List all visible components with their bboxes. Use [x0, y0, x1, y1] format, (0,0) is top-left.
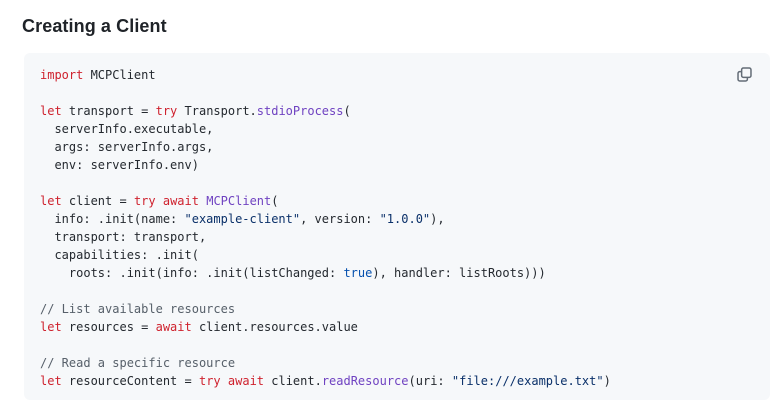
code-line: let resources = await client.resources.v…: [40, 320, 358, 334]
code-line: // Read a specific resource: [40, 356, 236, 370]
code-line: [40, 282, 754, 300]
copy-icon: [736, 66, 752, 82]
code-line: [40, 336, 754, 354]
code-line: // List available resources: [40, 302, 236, 316]
code-line: serverInfo.executable,: [40, 122, 214, 136]
code-line: [40, 84, 754, 102]
code-lines: import MCPClient let transport = try Tra…: [24, 53, 770, 403]
copy-code-button[interactable]: [732, 62, 756, 86]
code-line: [40, 174, 754, 192]
section-title: Creating a Client: [22, 16, 167, 36]
code-line: let client = try await MCPClient(: [40, 194, 279, 208]
code-line: env: serverInfo.env): [40, 158, 199, 172]
code-line: let transport = try Transport.stdioProce…: [40, 104, 351, 118]
code-block: import MCPClient let transport = try Tra…: [24, 53, 770, 400]
code-line: args: serverInfo.args,: [40, 140, 214, 154]
code-line: transport: transport,: [40, 230, 207, 244]
code-line: info: .init(name: "example-client", vers…: [40, 212, 445, 226]
code-line: roots: .init(info: .init(listChanged: tr…: [40, 266, 546, 280]
code-line: let resourceContent = try await client.r…: [40, 374, 611, 388]
code-line: capabilities: .init(: [40, 248, 199, 262]
code-line: import MCPClient: [40, 68, 156, 82]
